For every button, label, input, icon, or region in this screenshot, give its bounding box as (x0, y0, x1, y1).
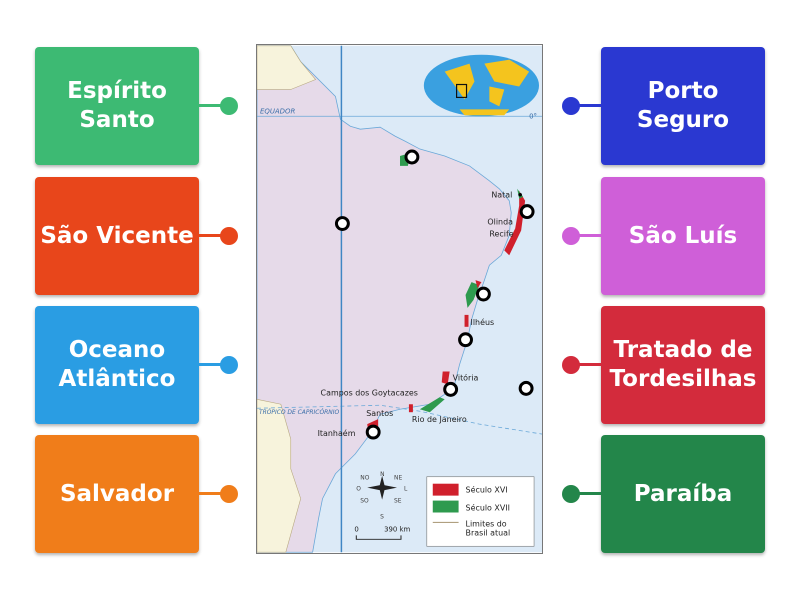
connector-dot[interactable] (562, 356, 580, 374)
card-sao-vicente[interactable]: São Vicente (35, 177, 199, 295)
svg-text:Século XVII: Século XVII (466, 503, 510, 513)
neighbor-north (257, 45, 317, 90)
card-oceano-atlantico[interactable]: Oceano Atlântico (35, 306, 199, 424)
connector-dot[interactable] (220, 227, 238, 245)
card-sao-luis[interactable]: São Luís (601, 177, 765, 295)
svg-text:L: L (404, 486, 408, 493)
city-campos: Campos dos Goytacazes (321, 388, 418, 397)
svg-text:390 km: 390 km (384, 525, 410, 533)
connector-dot[interactable] (562, 485, 580, 503)
target-marker[interactable] (475, 286, 491, 302)
card-paraiba[interactable]: Paraíba (601, 435, 765, 553)
connector-line (571, 492, 601, 495)
card-label: Oceano Atlântico (58, 337, 176, 392)
svg-text:SE: SE (394, 498, 402, 505)
svg-text:S: S (380, 513, 384, 520)
card-espirito-santo[interactable]: Espírito Santo (35, 47, 199, 165)
target-marker[interactable] (443, 381, 459, 397)
city-rio: Rio de Janeiro (412, 415, 467, 424)
svg-text:NE: NE (394, 475, 402, 482)
svg-text:O: O (356, 486, 361, 493)
card-label: Salvador (59, 480, 175, 507)
connector-line (199, 492, 229, 495)
connector-line (199, 234, 229, 237)
tropic-label: TRÓPICO DE CAPRICÓRNIO (259, 409, 339, 416)
svg-text:0: 0 (354, 525, 358, 533)
card-tratado-de-tordesilhas[interactable]: Tratado de Tordesilhas (601, 306, 765, 424)
connector-dot[interactable] (220, 97, 238, 115)
connector-dot[interactable] (562, 97, 580, 115)
card-label: Porto Seguro (636, 78, 730, 133)
city-ilheus: Ilhéus (471, 317, 495, 327)
svg-text:N: N (380, 471, 384, 478)
map-brazil-coast: EQUADOR 0° TRÓPICO DE CAPRICÓRNIO Natal … (256, 44, 543, 554)
connector-dot[interactable] (220, 485, 238, 503)
city-vitoria: Vitória (453, 372, 479, 382)
connector-line (571, 363, 601, 366)
neighbor-south (257, 398, 302, 553)
card-label: São Luís (628, 222, 738, 249)
city-olinda: Olinda (487, 218, 513, 227)
world-inset (423, 54, 540, 117)
inset-box (456, 83, 468, 99)
zero-label: 0° (529, 112, 537, 120)
card-label: São Vicente (40, 222, 194, 249)
card-label: Paraíba (633, 480, 733, 507)
svg-text:SO: SO (360, 498, 369, 505)
svg-text:Século XVI: Século XVI (466, 485, 508, 495)
card-label: Tratado de Tordesilhas (609, 337, 757, 392)
scale-bar: 0 390 km (354, 525, 411, 540)
card-porto-seguro[interactable]: Porto Seguro (601, 47, 765, 165)
target-marker[interactable] (519, 204, 535, 220)
city-santos: Santos (366, 409, 393, 418)
compass-rose: N NE LSE S SO O NO (356, 471, 408, 521)
target-marker[interactable] (518, 380, 534, 396)
connector-line (571, 234, 601, 237)
connector-dot[interactable] (562, 227, 580, 245)
connector-line (571, 104, 601, 107)
tropic-line (257, 404, 542, 435)
city-itanhaem: Itanhaém (318, 428, 356, 438)
city-natal: Natal (491, 191, 512, 200)
target-marker[interactable] (458, 332, 473, 348)
equator-label: EQUADOR (260, 107, 295, 115)
city-labels: Natal Olinda Recife Ilhéus Vitória Campo… (318, 191, 522, 438)
card-salvador[interactable]: Salvador (35, 435, 199, 553)
target-marker[interactable] (365, 424, 381, 440)
connector-dot[interactable] (220, 356, 238, 374)
drop-targets (334, 149, 535, 440)
svg-text:NO: NO (360, 475, 369, 482)
land (257, 45, 512, 553)
target-marker[interactable] (404, 149, 420, 165)
card-label: Espírito Santo (67, 78, 167, 133)
target-marker[interactable] (334, 216, 350, 231)
connector-line (199, 104, 229, 107)
connector-line (199, 363, 229, 366)
city-recife: Recife (489, 229, 513, 238)
